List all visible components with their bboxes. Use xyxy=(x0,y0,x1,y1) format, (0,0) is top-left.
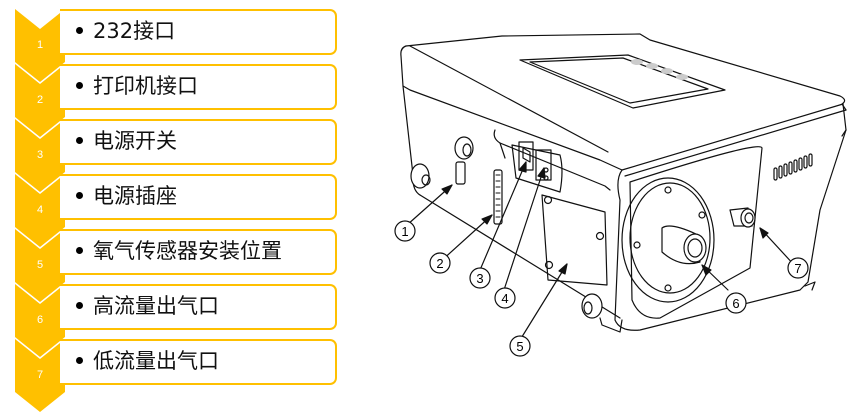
legend-number: 4 xyxy=(36,204,44,216)
device-side-panel xyxy=(402,85,623,333)
callout-number: 4 xyxy=(501,291,508,306)
callout-number: 1 xyxy=(401,224,408,239)
legend-item: 4 电源插座 xyxy=(0,174,345,247)
outlet-plate xyxy=(621,177,715,303)
legend-label: 电源开关 xyxy=(93,129,177,153)
legend-item: 6 高流量出气口 xyxy=(0,284,345,357)
bullet-icon xyxy=(76,301,83,309)
callout-number: 5 xyxy=(516,339,523,354)
power-socket-icon xyxy=(535,149,552,181)
chevron-shape-icon xyxy=(15,119,65,192)
callout-4 xyxy=(494,287,516,309)
legend-label: 232接口 xyxy=(93,19,176,43)
legend-number: 2 xyxy=(36,94,44,106)
legend-label: 低流量出气口 xyxy=(93,349,219,373)
legend-box: 电源开关 xyxy=(60,119,337,165)
bullet-icon xyxy=(76,136,83,144)
vent-slots-icon xyxy=(773,153,813,181)
device-top-panel xyxy=(400,33,847,177)
bullet-icon xyxy=(76,81,83,89)
chevron-shape-icon xyxy=(15,64,65,137)
rs232-port-icon xyxy=(455,161,466,185)
device-front-panel xyxy=(614,129,847,331)
legend-item: 7 低流量出气口 xyxy=(0,339,345,412)
legend-box: 打印机接口 xyxy=(60,64,337,110)
legend-number: 1 xyxy=(36,39,44,51)
callout-7 xyxy=(787,257,809,279)
legend-number: 6 xyxy=(36,314,44,326)
device-illustration: 1 2 3 4 5 6 7 xyxy=(350,0,860,411)
bullet-icon xyxy=(76,246,83,254)
chevron-shape-icon xyxy=(15,229,65,302)
legend-number: 7 xyxy=(36,369,44,381)
legend-number: 5 xyxy=(36,259,44,271)
legend-item: 2 打印机接口 xyxy=(0,64,345,137)
chevron-shape-icon xyxy=(15,284,65,357)
callout-leaders xyxy=(406,161,797,341)
legend-item: 1 232接口 xyxy=(0,9,345,82)
callout-number: 2 xyxy=(436,256,443,271)
chevron-shape-icon xyxy=(15,174,65,247)
callout-number: 6 xyxy=(732,296,739,311)
callout-number: 7 xyxy=(794,261,801,276)
callout-3 xyxy=(469,267,491,289)
bullet-icon xyxy=(76,356,83,364)
legend-label: 高流量出气口 xyxy=(93,294,219,318)
indicator-lights-icon xyxy=(631,59,688,80)
legend-box: 232接口 xyxy=(60,9,337,55)
callout-5 xyxy=(509,335,531,357)
bullet-icon xyxy=(76,26,83,34)
chevron-shape-icon xyxy=(15,9,65,82)
legend-box: 电源插座 xyxy=(60,174,337,220)
callout-1 xyxy=(394,220,416,242)
oxygen-sensor-cover xyxy=(541,194,608,286)
legend-label: 氧气传感器安装位置 xyxy=(93,239,282,263)
callout-2 xyxy=(429,252,451,274)
bullet-icon xyxy=(76,191,83,199)
chevron-shape-icon xyxy=(15,339,65,412)
legend-item: 3 电源开关 xyxy=(0,119,345,192)
callout-number: 3 xyxy=(476,271,483,286)
legend-box: 氧气传感器安装位置 xyxy=(60,229,337,275)
legend-list: 1 232接口 2 打印机接口 3 电源开关 4 电源插座 xyxy=(0,0,345,412)
legend-box: 高流量出气口 xyxy=(60,284,337,330)
legend-box: 低流量出气口 xyxy=(60,339,337,385)
callout-6 xyxy=(725,292,747,314)
printer-port-icon xyxy=(493,169,503,225)
legend-number: 3 xyxy=(36,149,44,161)
legend-label: 电源插座 xyxy=(93,184,177,208)
legend-item: 5 氧气传感器安装位置 xyxy=(0,229,345,302)
legend-label: 打印机接口 xyxy=(93,74,198,98)
